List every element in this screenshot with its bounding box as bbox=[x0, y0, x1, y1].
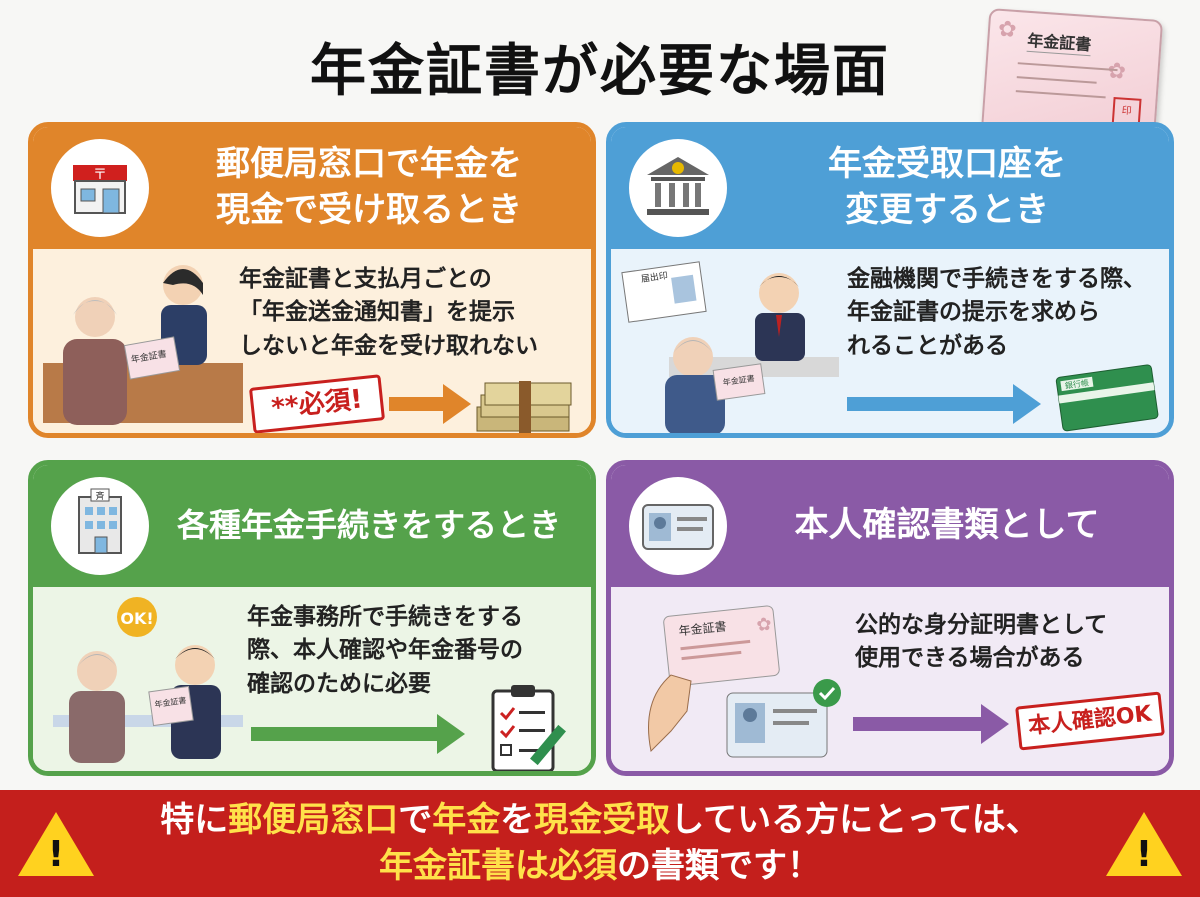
check-icon bbox=[813, 679, 841, 707]
panel-heading: 年金受取口座を変更するとき bbox=[828, 144, 1066, 230]
arrow-head-icon bbox=[1013, 384, 1041, 424]
bank-icon bbox=[629, 139, 727, 237]
panel-post-office-cash: 〒 郵便局窓口で年金を現金で受け取るとき 年金証書 年金証書と支払月ごとの 「年… bbox=[28, 122, 596, 438]
cherry-blossom-icon: ✿ bbox=[997, 16, 1018, 43]
arrow bbox=[251, 727, 441, 741]
warning-icon bbox=[1106, 812, 1182, 876]
arrow-head-icon bbox=[981, 704, 1009, 744]
panel-header: 本人確認書類として bbox=[611, 465, 1169, 587]
panel-heading: 郵便局窓口で年金を現金で受け取るとき bbox=[216, 144, 522, 230]
office-building-icon: 斉 bbox=[51, 477, 149, 575]
panel-description: 年金証書と支払月ごとの 「年金送金通知書」を提示 しないと年金を受け取れない bbox=[239, 266, 538, 359]
panel-body: 年金証書 年金証書と支払月ごとの 「年金送金通知書」を提示 しないと年金を受け取… bbox=[33, 249, 591, 433]
text-line bbox=[1016, 76, 1097, 84]
warning-icon bbox=[18, 812, 94, 876]
panel-description: 公的な身分証明書として 使用できる場合がある bbox=[855, 612, 1108, 672]
panel-body: 届出印 年金証書 金融機関で手続きをする際、 年金証書の提示を求めら れることが… bbox=[611, 249, 1169, 433]
post-office-icon: 〒 bbox=[51, 139, 149, 237]
id-check-illustration: 年金証書 ✿ bbox=[648, 605, 841, 758]
svg-text:斉: 斉 bbox=[95, 490, 104, 502]
arrow bbox=[389, 397, 447, 411]
bank-counter-illustration: 届出印 年金証書 bbox=[621, 261, 839, 433]
consultation-illustration: OK! 年金証書 bbox=[53, 597, 243, 763]
panel-header: 〒 郵便局窓口で年金を現金で受け取るとき bbox=[33, 127, 591, 249]
panel-identity-document: 本人確認書類として 年金証書 ✿ 公的な身分証明書として 使用できる場合がある bbox=[606, 460, 1174, 776]
cherry-blossom-icon: ✿ bbox=[1106, 58, 1127, 85]
arrow-head-icon bbox=[443, 384, 471, 424]
arrow bbox=[847, 397, 1017, 411]
panel-description: 年金事務所で手続きをする 際、本人確認や年金番号の 確認のために必要 bbox=[247, 604, 523, 697]
panel-header: 年金受取口座を変更するとき bbox=[611, 127, 1169, 249]
exclamation-icon: ! bbox=[47, 834, 65, 875]
checklist-icon bbox=[491, 685, 566, 771]
text-line bbox=[1015, 90, 1106, 99]
banner-message: 特に郵便局窓口で年金を現金受取している方にとっては、 年金証書は必須の書類です！ bbox=[160, 800, 1040, 886]
certificate-label: 年金証書 bbox=[1026, 26, 1093, 57]
panel-description: 金融機関で手続きをする際、 年金証書の提示を求めら れることがある bbox=[847, 266, 1146, 359]
svg-text:✿: ✿ bbox=[755, 614, 772, 636]
text-line bbox=[1017, 62, 1118, 72]
arrow-head-icon bbox=[437, 714, 465, 754]
svg-text:〒: 〒 bbox=[93, 167, 107, 183]
panel-change-account: 年金受取口座を変更するとき 届出印 年金証書 金融機関で手続きをする際、 年金証… bbox=[606, 122, 1174, 438]
page-title: 年金証書が必要な場面 bbox=[310, 39, 890, 104]
cash-bundle-icon bbox=[476, 381, 572, 433]
panel-pension-procedures: 斉 各種年金手続きをするとき OK! 年金証書 年金事務所で手続きをする bbox=[28, 460, 596, 776]
exclamation-icon: ! bbox=[1135, 834, 1153, 875]
svg-text:年金証書: 年金証書 bbox=[154, 695, 187, 709]
required-stamp: **必須! bbox=[248, 374, 386, 433]
panel-body: 年金証書 ✿ 公的な身分証明書として 使用できる場合がある 本人確認OK bbox=[611, 587, 1169, 771]
svg-text:銀行帳: 銀行帳 bbox=[1064, 377, 1089, 390]
panel-heading: 本人確認書類として bbox=[794, 505, 1100, 546]
svg-text:年金証書: 年金証書 bbox=[722, 373, 755, 387]
arrow bbox=[853, 717, 985, 731]
counter-illustration: 年金証書 bbox=[43, 265, 243, 425]
svg-text:OK!: OK! bbox=[120, 609, 153, 628]
svg-text:届出印: 届出印 bbox=[640, 269, 668, 285]
identity-ok-stamp: 本人確認OK bbox=[1015, 691, 1165, 751]
warning-banner: 特に郵便局窓口で年金を現金受取している方にとっては、 年金証書は必須の書類です！ bbox=[0, 790, 1200, 897]
panel-header: 斉 各種年金手続きをするとき bbox=[33, 465, 591, 587]
passbook-icon: 銀行帳 bbox=[1055, 364, 1159, 432]
panel-heading: 各種年金手続きをするとき bbox=[176, 506, 561, 545]
id-card-icon bbox=[629, 477, 727, 575]
svg-text:年金証書: 年金証書 bbox=[678, 618, 727, 638]
panel-body: OK! 年金証書 年金事務所で手続きをする 際、本人確認や年金番号の 確認のため… bbox=[33, 587, 591, 771]
